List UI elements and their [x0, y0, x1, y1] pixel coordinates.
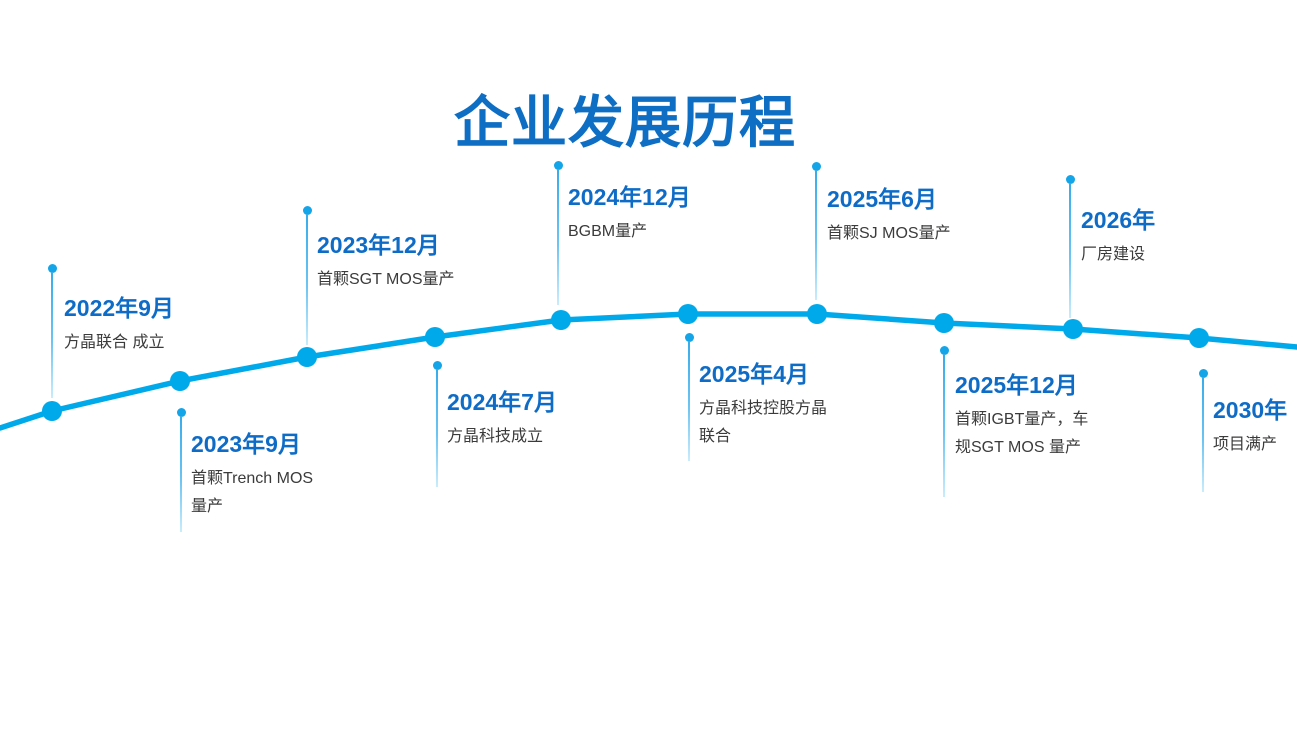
- timeline-node-dot: [551, 310, 571, 330]
- milestone-date: 2023年12月: [317, 232, 440, 258]
- milestone-desc: 首颗Trench MOS 量产: [191, 470, 314, 515]
- milestone-date: 2025年12月: [955, 372, 1078, 398]
- stem-line: [688, 341, 690, 461]
- milestone-desc: 方晶科技成立: [447, 428, 544, 445]
- stem-line: [180, 416, 182, 532]
- timeline-node-dot: [1189, 328, 1209, 348]
- timeline-node-dot: [807, 304, 827, 324]
- timeline-node-dot: [678, 304, 698, 324]
- stem-end-dot: [684, 332, 694, 342]
- stem-line: [306, 214, 308, 345]
- stem-line: [1069, 183, 1071, 318]
- stem-line: [557, 169, 559, 305]
- stem-end-dot: [176, 407, 186, 417]
- stem-end-dot: [1065, 174, 1075, 184]
- stem-end-dot: [1198, 368, 1208, 378]
- stem-end-dot: [47, 263, 57, 273]
- page-title: 企业发展历程: [454, 90, 796, 154]
- timeline-node-dot: [425, 327, 445, 347]
- milestone-date: 2030年: [1213, 397, 1288, 423]
- milestone-date: 2024年12月: [568, 184, 691, 210]
- stem-end-dot: [811, 161, 821, 171]
- timeline-node-dot: [934, 313, 954, 333]
- timeline-node-dot: [170, 371, 190, 391]
- milestone-date: 2025年6月: [827, 186, 937, 212]
- stem-line: [943, 354, 945, 497]
- stem-line: [436, 369, 438, 487]
- stem-end-dot: [302, 205, 312, 215]
- stem-end-dot: [432, 360, 442, 370]
- milestone-date: 2026年: [1081, 207, 1156, 233]
- timeline-node-dot: [297, 347, 317, 367]
- milestone-desc: BGBM量产: [568, 223, 648, 240]
- milestone-desc: 首颗SJ MOS量产: [827, 225, 951, 242]
- milestone-desc: 厂房建设: [1081, 246, 1146, 263]
- timeline-node-dot: [42, 401, 62, 421]
- milestone-desc: 方晶科技控股方晶 联合: [699, 400, 828, 445]
- stem-end-dot: [553, 160, 563, 170]
- milestone-desc: 首颗SGT MOS量产: [317, 271, 455, 288]
- milestone-date: 2022年9月: [64, 295, 174, 321]
- stem-end-dot: [939, 345, 949, 355]
- milestone-desc: 方晶联合 成立: [64, 334, 165, 351]
- timeline-node-dot: [1063, 319, 1083, 339]
- stem-line: [51, 272, 53, 398]
- milestone-desc: 项目满产: [1213, 436, 1278, 453]
- stem-line: [1202, 377, 1204, 492]
- timeline-line: [0, 311, 1297, 431]
- milestone-date: 2025年4月: [699, 361, 809, 387]
- stem-line: [815, 170, 817, 300]
- milestone-date: 2023年9月: [191, 431, 301, 457]
- milestone-date: 2024年7月: [447, 389, 557, 415]
- milestone-desc: 首颗IGBT量产，车 规SGT MOS 量产: [955, 411, 1089, 456]
